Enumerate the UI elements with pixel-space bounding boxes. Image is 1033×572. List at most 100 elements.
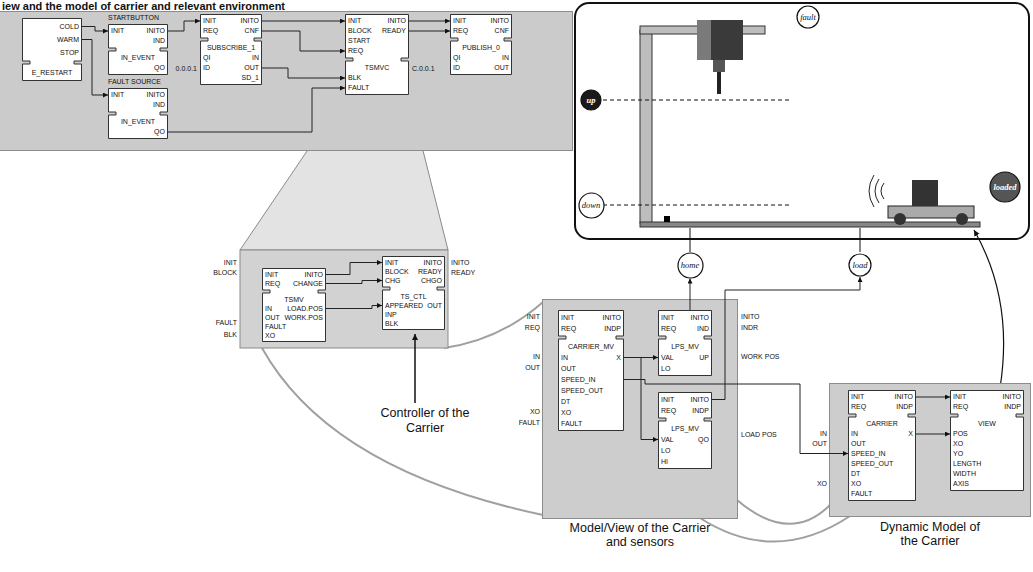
signal-name: INIT [224, 258, 237, 267]
block-shape [383, 257, 445, 330]
type-name: TSMVC [345, 63, 409, 73]
data-pin: INP [385, 310, 397, 319]
function-block: TSMVINITREQINITOCHANGEINOUTFAULTXOLOAD.P… [262, 268, 326, 342]
block-shape [559, 311, 624, 431]
event-pin: IND [697, 323, 709, 334]
sensor-indicator: down [578, 192, 605, 219]
wire [262, 31, 345, 51]
event-pin: INIT [348, 16, 361, 26]
data-pin: LO [661, 363, 670, 374]
data-pin: UP [699, 352, 709, 363]
event-pin: COLD [60, 20, 79, 33]
zoom-band [262, 348, 543, 515]
event-pin: WARM [57, 33, 79, 46]
event-pin: INDP [1004, 402, 1021, 412]
data-pin: AXIS [953, 479, 969, 489]
data-pin: BLK [348, 73, 361, 83]
signal-name: REQ [525, 323, 540, 332]
indicator-circle [797, 6, 819, 28]
down-level [603, 205, 790, 206]
callout-arrow [414, 334, 416, 403]
wire [690, 279, 691, 311]
wire [168, 21, 200, 31]
indicator-circle [581, 90, 601, 110]
wire [624, 380, 848, 454]
callout-text: Controller of the Carrier [380, 406, 470, 435]
signal-name: FAULT [216, 318, 237, 327]
data-pin: LO [661, 445, 670, 456]
function-block: TSMVCINITBLOCKSTARTREQINITOREADYBLKFAULT [345, 14, 409, 95]
event-pin: REQ [453, 26, 468, 36]
data-pin: FAULT [561, 418, 582, 429]
drill-head-side [697, 20, 711, 60]
block-outline [345, 14, 409, 95]
indicator-label: home [681, 260, 699, 270]
event-pin: START [348, 36, 370, 46]
indicator-label: loaded [993, 182, 1016, 192]
data-pin: SPEED_IN [561, 374, 596, 385]
event-pin: CNF [495, 26, 509, 36]
event-pin: INIT [203, 16, 216, 26]
block-shape [849, 391, 916, 501]
function-block: TS_CTLINITBLOCKCHGINITOREADYCHGOAPPEARED… [382, 256, 445, 330]
panel-caption: Dynamic Model of the Carrier [870, 520, 990, 548]
event-pin: CHANGE [293, 279, 323, 288]
event-pin: INIT [265, 270, 278, 279]
event-pin: REQ [661, 323, 676, 334]
wire [712, 277, 860, 400]
block-shape [659, 311, 712, 376]
wire [326, 306, 382, 309]
event-pin: INITO [240, 16, 259, 26]
event-pin: REQ [203, 26, 218, 36]
workpiece [912, 180, 938, 206]
block-shape [951, 391, 1024, 491]
event-pin: IND [153, 36, 165, 46]
data-pin: BLK [385, 319, 398, 328]
view-link [974, 230, 1004, 388]
event-pin: INDP [896, 402, 913, 412]
indicator-circle [678, 253, 703, 278]
spindle [713, 60, 725, 72]
event-pin: REQ [348, 46, 363, 56]
type-name: IN_EVENT [108, 53, 168, 63]
data-pin: IN [265, 304, 272, 313]
data-pin: OUT [851, 439, 866, 449]
drill-bit [717, 72, 721, 94]
data-pin: XO [265, 331, 275, 340]
carrier-wheel [956, 213, 968, 225]
event-pin: INIT [953, 392, 966, 402]
block-shape [659, 393, 712, 469]
wire [262, 21, 345, 22]
function-block: FAULT SOURCEIN_EVENTINITINITOINDQO [108, 88, 168, 139]
event-pin: INDP [604, 323, 621, 334]
signal-name: IN [820, 429, 827, 438]
signal-name: XO [817, 479, 827, 488]
panel: Model/View of the Carrier and sensorsCAR… [543, 300, 737, 518]
data-pin: DT [561, 396, 570, 407]
type-name: LPS_MV [658, 423, 712, 434]
data-pin: OUT [265, 313, 280, 322]
event-pin: CHGO [421, 276, 442, 285]
block-shape [23, 19, 82, 81]
panel-caption: Model/View of the Carrier and sensors [560, 521, 720, 549]
sensor-indicator: loaded [989, 171, 1021, 203]
type-name: LPS_MV [658, 341, 712, 352]
function-block: LPS_MVINITREQINITOINDVALLOUP [658, 310, 712, 376]
event-pin: INITO [490, 16, 509, 26]
indicator-label: up [587, 95, 596, 105]
sensor-indicator: home [677, 252, 704, 279]
sensor-indicator: fault [796, 5, 820, 29]
type-name: E_RESTART [22, 66, 82, 79]
wire [326, 263, 382, 275]
signal-wave [881, 183, 884, 199]
indicator-circle [849, 254, 871, 276]
event-pin: REQ [851, 402, 866, 412]
type-name: IN_EVENT [108, 117, 168, 127]
data-pin: OUT [244, 63, 259, 73]
function-block: VIEWINITREQINITOINDPPOSXOYOLENGTHWIDTHAX… [950, 390, 1024, 491]
event-pin: INDP [692, 405, 709, 416]
data-pin: OUT [494, 63, 509, 73]
data-pin: DT [851, 469, 860, 479]
event-pin: INIT [661, 394, 674, 405]
carrier-wheel [894, 213, 906, 225]
